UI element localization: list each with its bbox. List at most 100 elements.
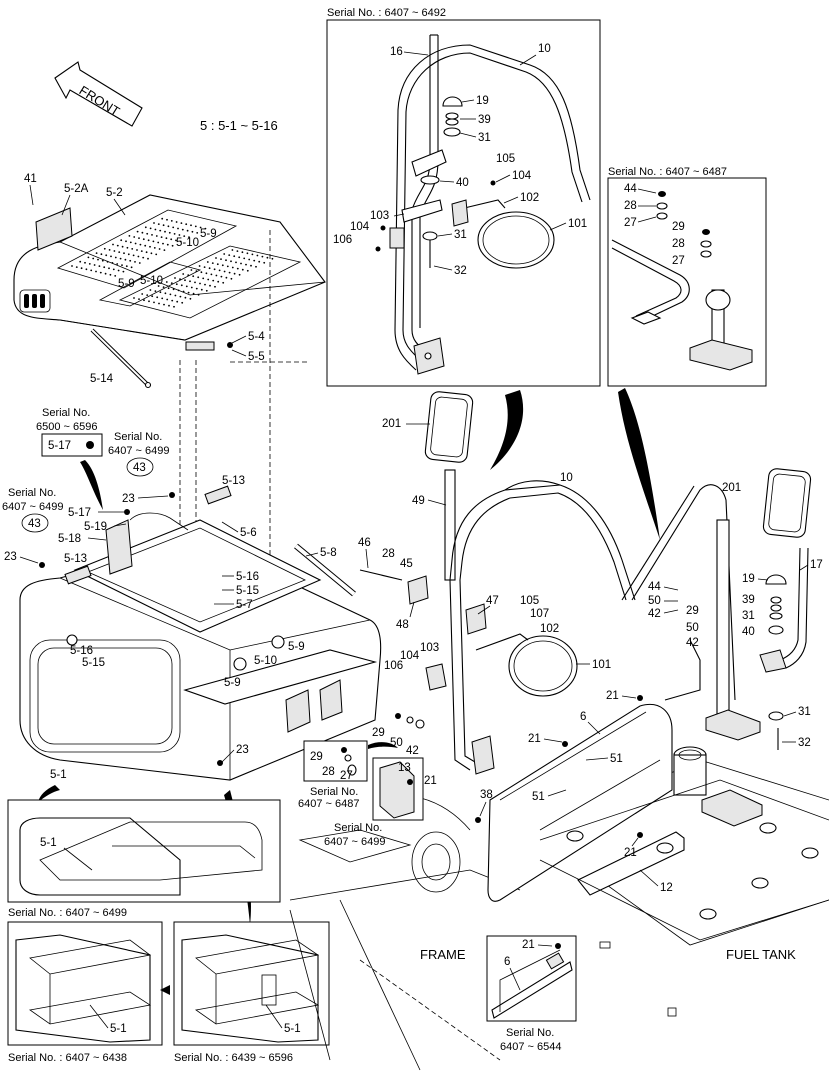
callout-5-2A: 5-2A bbox=[64, 183, 89, 195]
handrail-inset: Serial No. : 6407 ~ 6487 bbox=[607, 166, 767, 387]
leader-swoosh-1 bbox=[490, 390, 524, 470]
callout-r48: 48 bbox=[396, 619, 409, 631]
frame-inset-a: Serial No. : 6407 ~ 6499 bbox=[7, 799, 281, 919]
leader-swoosh-2 bbox=[618, 388, 660, 540]
serial-6407-6499-c-line2: 6407 ~ 6499 bbox=[324, 836, 385, 848]
handrail-serial: Serial No. : 6407 ~ 6487 bbox=[608, 166, 727, 178]
callout-5-16b: 5-16 bbox=[70, 645, 93, 657]
callout-5-1a: 5-1 bbox=[50, 769, 67, 781]
callout-5-5: 5-5 bbox=[248, 351, 265, 363]
callout-m31b: 31 bbox=[454, 229, 467, 241]
callout-5-13a: 5-13 bbox=[64, 553, 87, 565]
mirror-upper-inset: Serial No. : 6407 ~ 6492 bbox=[326, 7, 601, 387]
callout-5-2: 5-2 bbox=[106, 187, 123, 199]
fuel-bracket-inset bbox=[486, 935, 577, 1022]
callout-m101: 101 bbox=[568, 218, 587, 230]
callout-r42b: 42 bbox=[686, 637, 699, 649]
callout-r21a: 21 bbox=[606, 690, 619, 702]
callout-m31: 31 bbox=[478, 132, 491, 144]
callout-5-6: 5-6 bbox=[240, 527, 257, 539]
callout-r104: 104 bbox=[400, 650, 420, 662]
right-assembly bbox=[359, 391, 829, 1017]
callout-r31b: 31 bbox=[798, 706, 811, 718]
callout-m39: 39 bbox=[478, 114, 491, 126]
serial-6500-6596-line2: 6500 ~ 6596 bbox=[36, 421, 97, 433]
callout-5-1b: 5-1 bbox=[40, 837, 57, 849]
frame-c-serial: Serial No. : 6439 ~ 6596 bbox=[174, 1052, 293, 1064]
callout-r19: 19 bbox=[742, 573, 755, 585]
callout-m32: 32 bbox=[454, 265, 467, 277]
callout-5-15a: 5-15 bbox=[236, 585, 259, 597]
callout-5-14: 5-14 bbox=[90, 373, 114, 385]
callout-m16: 16 bbox=[390, 46, 403, 58]
group-note: 5 : 5-1 ~ 5-16 bbox=[200, 118, 278, 133]
callout-r6: 6 bbox=[580, 711, 586, 723]
callout-r49: 49 bbox=[412, 495, 425, 507]
mirror-upper-serial: Serial No. : 6407 ~ 6492 bbox=[327, 7, 446, 19]
bracket-5-18 bbox=[105, 519, 133, 575]
callout-r38: 38 bbox=[480, 789, 493, 801]
fuel-bracket-serial-line2: 6407 ~ 6544 bbox=[500, 1041, 561, 1053]
callout-m40: 40 bbox=[456, 177, 469, 189]
callout-r103: 103 bbox=[420, 642, 439, 654]
callout-r50: 50 bbox=[648, 595, 661, 607]
serial-box-5-17 bbox=[41, 433, 103, 457]
callout-r21e: 21 bbox=[522, 939, 535, 951]
callout-r201a: 201 bbox=[382, 418, 401, 430]
callout-5-8: 5-8 bbox=[320, 547, 337, 559]
callout-5-4: 5-4 bbox=[248, 331, 265, 343]
callout-r107: 107 bbox=[530, 608, 549, 620]
callout-h28b: 28 bbox=[672, 238, 685, 250]
callout-r46: 46 bbox=[358, 537, 371, 549]
callout-r44: 44 bbox=[648, 581, 661, 593]
callout-r42c: 42 bbox=[406, 745, 419, 757]
fuel-tank-area-label: FUEL TANK bbox=[726, 947, 796, 962]
bracket-5-2A bbox=[35, 207, 73, 251]
callout-m106: 106 bbox=[333, 234, 352, 246]
callout-m10: 10 bbox=[538, 43, 551, 55]
serial-6407-6499-b-line2: 6407 ~ 6499 bbox=[2, 501, 63, 513]
callout-h27b: 27 bbox=[672, 255, 685, 267]
callout-5-17b: 5-17 bbox=[68, 507, 91, 519]
callout-r50c: 50 bbox=[390, 737, 403, 749]
callout-h27: 27 bbox=[624, 217, 637, 229]
callout-r50b: 50 bbox=[686, 622, 699, 634]
callout-h44: 44 bbox=[624, 183, 637, 195]
perforated-panel-left bbox=[56, 209, 238, 289]
callout-5-1d: 5-1 bbox=[284, 1023, 301, 1035]
callout-m103: 103 bbox=[370, 210, 389, 222]
callout-5-13b: 5-13 bbox=[222, 475, 245, 487]
callout-r29c: 29 bbox=[310, 751, 323, 763]
frame-inset-b: Serial No. : 6407 ~ 6438 bbox=[7, 921, 163, 1064]
callout-41: 41 bbox=[24, 173, 37, 185]
callout-r42: 42 bbox=[648, 608, 661, 620]
callout-r29b: 29 bbox=[372, 727, 385, 739]
serial-6500-6596-line1: Serial No. bbox=[42, 407, 90, 419]
callout-r105: 105 bbox=[520, 595, 539, 607]
callout-5-15b: 5-15 bbox=[82, 657, 105, 669]
frame-a-serial: Serial No. : 6407 ~ 6499 bbox=[8, 907, 127, 919]
callout-r40: 40 bbox=[742, 626, 755, 638]
callout-r28: 28 bbox=[382, 548, 395, 560]
callout-r13: 13 bbox=[398, 762, 411, 774]
callout-r28c: 28 bbox=[322, 766, 335, 778]
callout-m105: 105 bbox=[496, 153, 515, 165]
callout-r17: 17 bbox=[810, 559, 823, 571]
serial-6407-6499-c-line1: Serial No. bbox=[334, 822, 382, 834]
callout-r12: 12 bbox=[660, 882, 673, 894]
callout-r6b: 6 bbox=[504, 956, 510, 968]
serial-6407-6487-line2: 6407 ~ 6487 bbox=[298, 798, 359, 810]
callout-r51b: 51 bbox=[532, 791, 545, 803]
callout-m104a: 104 bbox=[512, 170, 532, 182]
callout-43a: 43 bbox=[133, 462, 146, 474]
frame-inset-c: Serial No. : 6439 ~ 6596 bbox=[173, 921, 330, 1064]
callout-5-9d: 5-9 bbox=[224, 677, 241, 689]
callout-5-18: 5-18 bbox=[58, 533, 81, 545]
callout-r106: 106 bbox=[384, 660, 403, 672]
callout-5-9b: 5-9 bbox=[118, 278, 135, 290]
callout-r101: 101 bbox=[592, 659, 611, 671]
callout-r21c: 21 bbox=[624, 847, 637, 859]
serial-6407-6487-line1: Serial No. bbox=[310, 786, 358, 798]
callout-23a: 23 bbox=[122, 493, 135, 505]
callout-r47: 47 bbox=[486, 595, 499, 607]
